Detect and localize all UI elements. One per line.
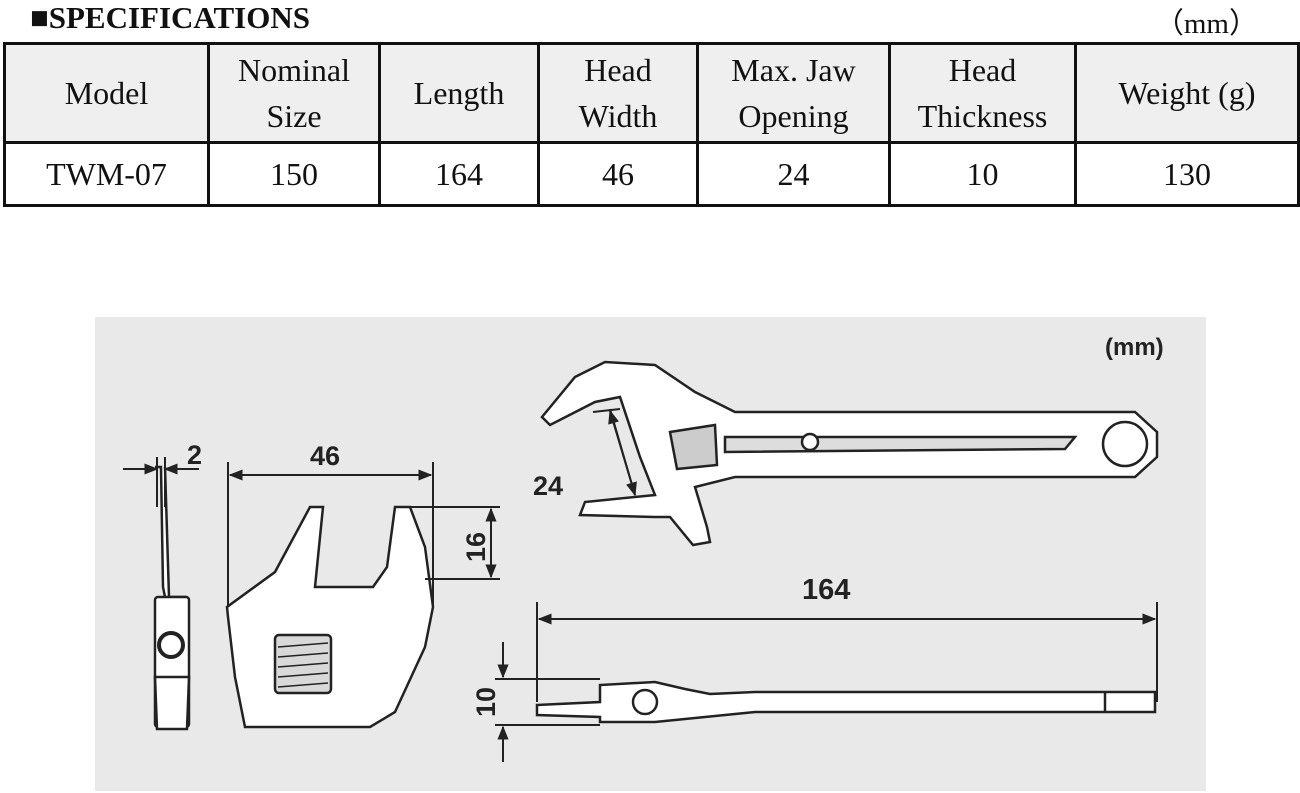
cell-head-thickness: 10 bbox=[888, 141, 1077, 207]
header-length: Length bbox=[378, 42, 540, 144]
cell-model: TWM-07 bbox=[3, 141, 210, 207]
dim-16 bbox=[405, 506, 500, 580]
dim-24-label: 24 bbox=[533, 471, 563, 501]
wrench-bottom-view bbox=[535, 680, 1157, 724]
diagram-unit: (mm) bbox=[1105, 334, 1164, 361]
dim-10-label: 10 bbox=[471, 687, 501, 717]
side-view bbox=[153, 465, 191, 731]
dim-24 bbox=[592, 408, 637, 497]
dim-16-label: 16 bbox=[461, 532, 491, 562]
table-row: TWM-07 150 164 46 24 10 130 bbox=[3, 141, 1300, 207]
cell-nominal-size: 150 bbox=[207, 141, 381, 207]
header-weight: Weight (g) bbox=[1074, 42, 1300, 144]
wrench-drawing: (mm) 2 bbox=[123, 334, 1164, 762]
dim-2 bbox=[123, 457, 199, 507]
dim-46 bbox=[227, 462, 434, 607]
head-front-view bbox=[225, 505, 435, 729]
dim-46-label: 46 bbox=[310, 441, 340, 471]
dim-164 bbox=[536, 602, 1158, 702]
cell-length: 164 bbox=[378, 141, 540, 207]
wrench-top-view bbox=[540, 360, 1159, 547]
unit-label: （mm） bbox=[1154, 8, 1258, 40]
dim-10 bbox=[495, 642, 600, 762]
header-model: Model bbox=[3, 42, 210, 144]
cell-head-width: 46 bbox=[537, 141, 699, 207]
section-title: ■SPECIFICATIONS bbox=[30, 0, 310, 35]
dimension-diagram: (mm) 2 bbox=[95, 317, 1206, 791]
dim-164-label: 164 bbox=[802, 574, 850, 606]
cell-max-jaw-opening: 24 bbox=[696, 141, 891, 207]
dim-2-label: 2 bbox=[187, 440, 202, 470]
cell-weight: 130 bbox=[1074, 141, 1300, 207]
